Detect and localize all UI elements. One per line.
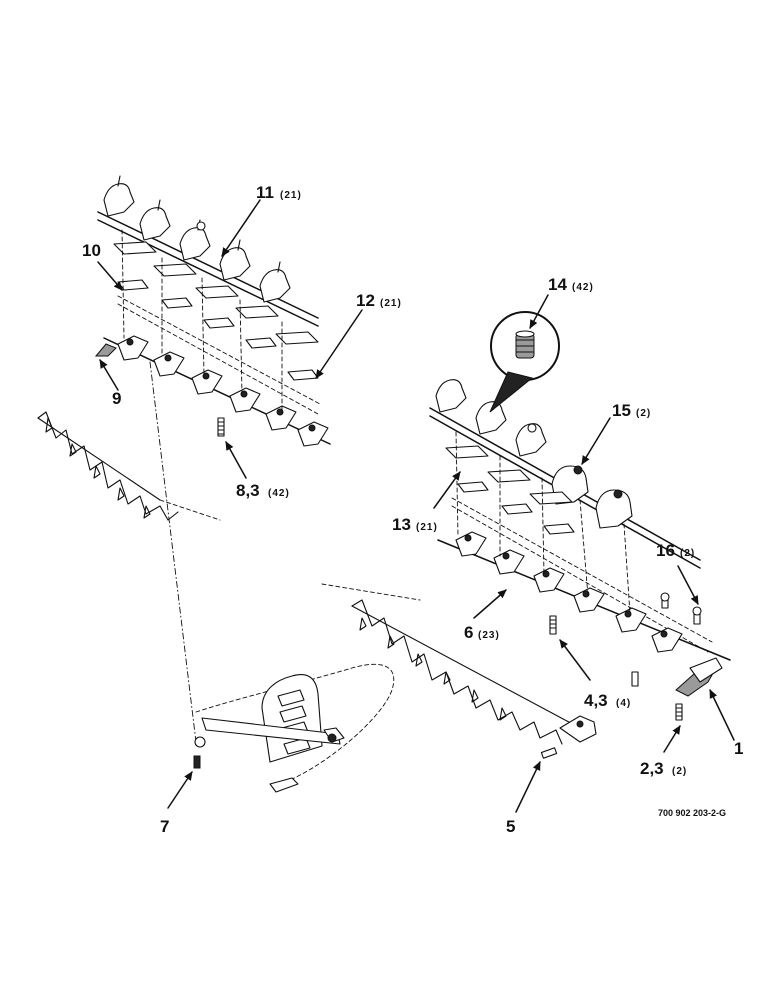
callout-7-number: 7 xyxy=(160,817,169,836)
callout-6-qty: (23) xyxy=(478,630,500,641)
left-knife-clip-row xyxy=(97,175,319,327)
callout-15-number: 15 xyxy=(612,401,631,420)
callout-13-qty: (21) xyxy=(416,522,438,533)
left-guard-bolt xyxy=(217,417,225,437)
left-wear-plates xyxy=(113,241,319,345)
callout-11-number: 11 xyxy=(256,183,274,202)
right-sickle-sections xyxy=(321,583,597,759)
callout-4-3-number: 4,3 xyxy=(584,691,608,710)
detail-magnifier-14 xyxy=(489,311,560,413)
callout-11-qty: (21) xyxy=(280,190,302,201)
callout-15-qty: (2) xyxy=(636,408,651,419)
callout-10-number: 10 xyxy=(82,241,101,260)
callout-12-number: 12 xyxy=(356,291,375,310)
drawing-number: 700 902 203-2-G xyxy=(658,808,726,818)
callout-labels: 11 (21) 10 12 (21) 9 8,3 (42) 14 (42) 15… xyxy=(82,183,743,836)
callout-16-qty: (2) xyxy=(680,548,695,559)
callout-14-number: 14 xyxy=(548,275,567,294)
left-upper-assembly xyxy=(94,175,331,447)
callout-13-number: 13 xyxy=(392,515,411,534)
callout-2-3-qty: (2) xyxy=(672,766,687,777)
callout-9-number: 9 xyxy=(112,389,121,408)
callout-16-number: 16 xyxy=(656,541,675,560)
callout-4-3-qty: (4) xyxy=(616,698,631,709)
left-guard-row xyxy=(94,335,331,447)
left-adjusting-plates xyxy=(117,279,319,381)
leader-lines xyxy=(97,199,735,813)
callout-5-number: 5 xyxy=(506,817,515,836)
callout-8-3-qty: (42) xyxy=(268,488,290,499)
callout-14-qty: (42) xyxy=(572,282,594,293)
callout-2-3-number: 2,3 xyxy=(640,759,664,778)
left-lower-guard-assembly xyxy=(193,663,395,793)
right-upper-assembly xyxy=(429,379,731,721)
callout-8-3-number: 8,3 xyxy=(236,481,260,500)
callout-12-qty: (21) xyxy=(380,298,402,309)
callout-1-number: 1 xyxy=(734,739,743,758)
left-sickle-sections xyxy=(37,411,221,521)
callout-6-number: 6 xyxy=(464,623,473,642)
